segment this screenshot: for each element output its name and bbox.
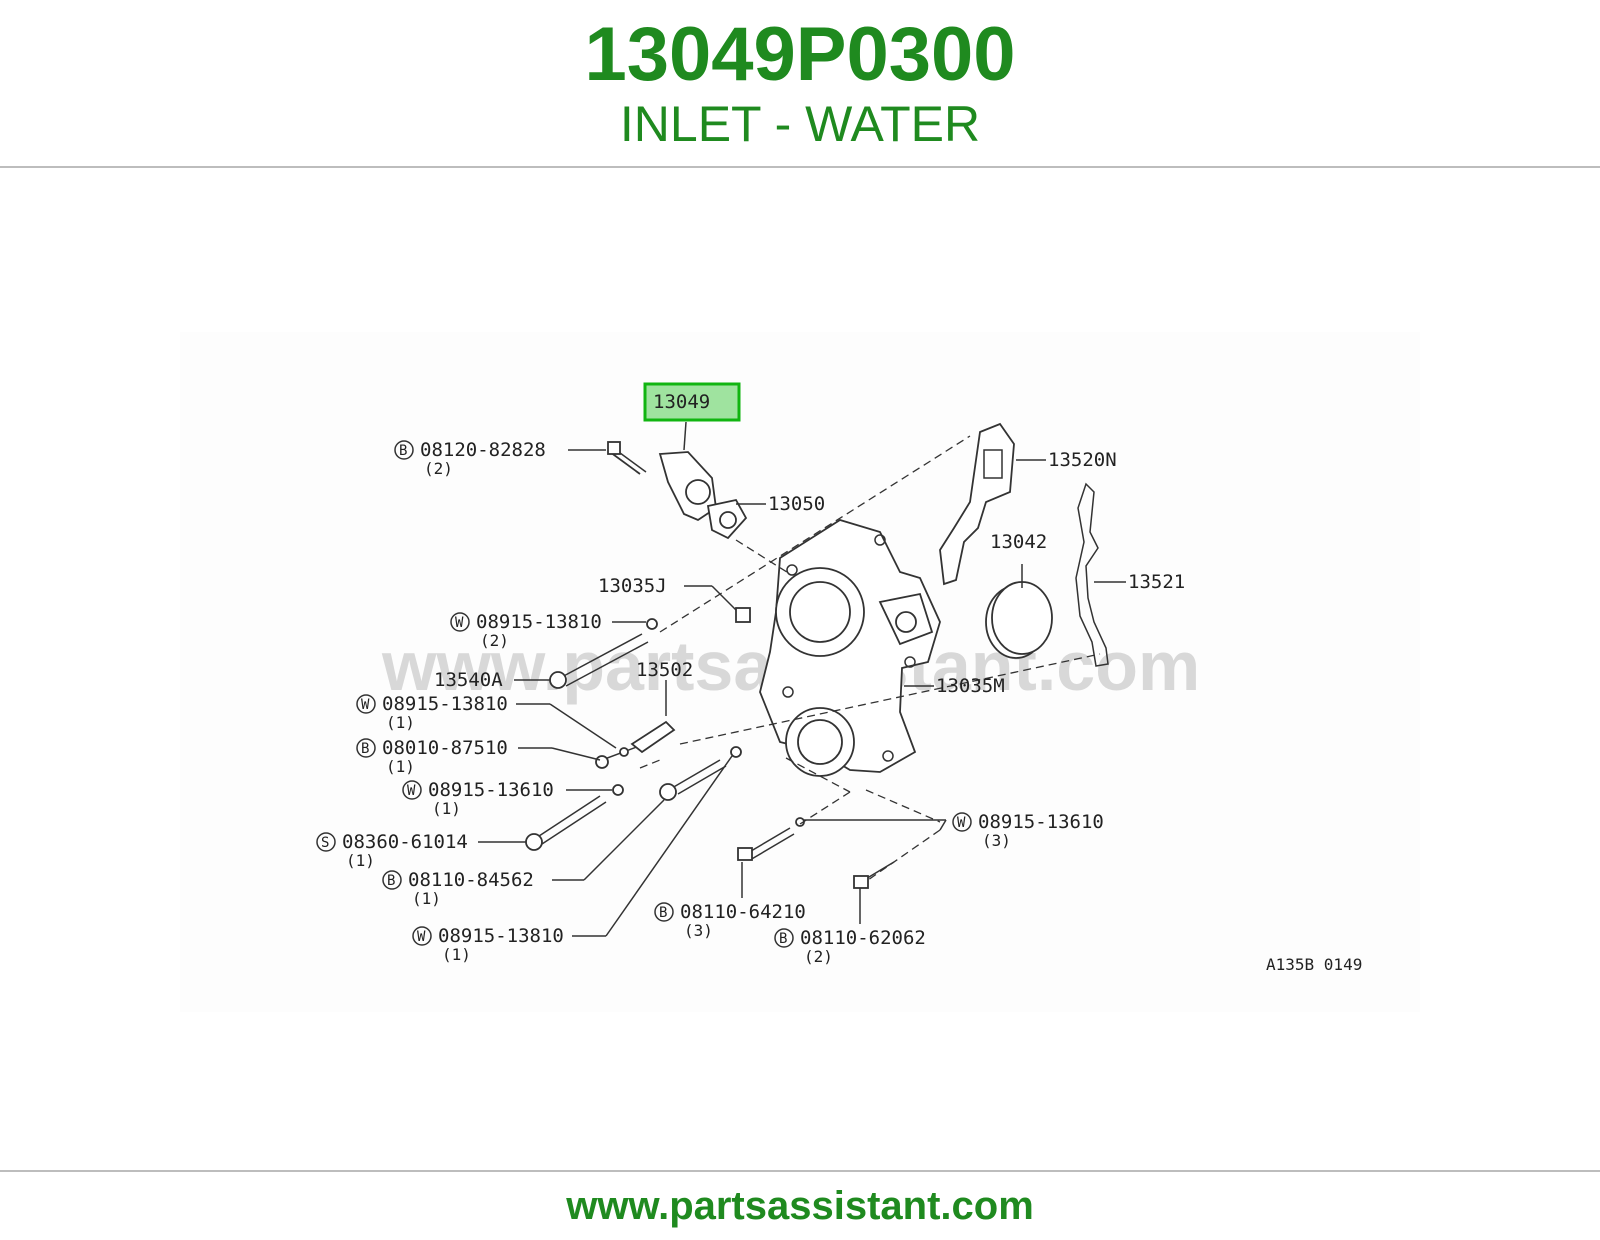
callout-part-number: 13520N (1048, 449, 1117, 471)
callout-part-number: 13502 (636, 659, 693, 681)
callout-quantity: (1) (346, 851, 375, 870)
callout-part-number: 08915-13810 (382, 693, 508, 715)
callout-part-number: 08110-64210 (680, 901, 806, 923)
part-number-title: 13049P0300 (584, 12, 1016, 97)
prefix-badge (382, 870, 402, 890)
callout-part-number: 08120-82828 (420, 439, 546, 461)
callout-quantity: (1) (432, 799, 461, 818)
part-name-subtitle: INLET - WATER (619, 96, 981, 152)
water-inlet-drawing (658, 451, 748, 540)
callout-part-number: 08010-87510 (382, 737, 508, 759)
prefix-badge (402, 780, 422, 800)
seal-13042-drawing (985, 581, 1053, 659)
gasket-13521-drawing (1075, 482, 1109, 667)
callout-part-number: 08360-61014 (342, 831, 468, 853)
timing-cover-drawing (759, 519, 941, 777)
prefix-badge (356, 738, 376, 758)
prefix-badge (654, 902, 674, 922)
callout-part-number: 08915-13810 (476, 611, 602, 633)
callout-quantity: (1) (442, 945, 471, 964)
footer-divider (0, 1170, 1600, 1172)
callout-part-number: 13042 (990, 531, 1047, 553)
gasket-13520n-drawing (939, 422, 1015, 586)
prefix-letter: B (779, 931, 787, 947)
callout-part-number: 08915-13610 (428, 779, 554, 801)
prefix-letter: B (659, 905, 667, 921)
callout-quantity: (2) (424, 459, 453, 478)
highlighted-part-label: 13049 (653, 391, 710, 413)
leader-lines (478, 421, 1126, 937)
prefix-badge (450, 612, 470, 632)
prefix-badge (952, 812, 972, 832)
callout-part-number: 13050 (768, 493, 825, 515)
callout-quantity: (1) (412, 889, 441, 908)
callout-quantity: (1) (386, 713, 415, 732)
callout-part-number: 08915-13610 (978, 811, 1104, 833)
highlight-box (643, 382, 741, 422)
prefix-letter: W (957, 815, 966, 831)
highlighted-callout[interactable]: 13049 (643, 382, 741, 422)
prefix-letter: B (361, 741, 369, 757)
prefix-letter: W (417, 929, 426, 945)
callout-part-number: 13035J (598, 575, 667, 597)
callout-quantity: (2) (804, 947, 833, 966)
prefix-letter: W (407, 783, 416, 799)
header-divider (0, 166, 1600, 168)
callout-part-number: 08915-13810 (438, 925, 564, 947)
exploded-view-drawing: www.partsassistant.com (316, 382, 1362, 974)
callout-part-number: 13521 (1128, 571, 1185, 593)
callout-quantity: (3) (982, 831, 1011, 850)
callout-quantity: (2) (480, 631, 509, 650)
callout-part-number: 13035M (936, 675, 1005, 697)
page-header: 13049P0300 INLET - WATER (0, 0, 1600, 168)
callout-labels: B 08120-82828 (2) 13050 13520N 13042 135… (316, 439, 1185, 966)
drawing-code: A135B 0149 (1266, 955, 1362, 974)
prefix-letter: B (387, 873, 395, 889)
prefix-badge (394, 440, 414, 460)
parts-diagram: www.partsassistant.com (180, 332, 1420, 1012)
prefix-letter: W (455, 615, 464, 631)
prefix-badge (412, 926, 432, 946)
prefix-letter: W (361, 697, 370, 713)
callout-quantity: (1) (386, 757, 415, 776)
callout-part-number: 13540A (434, 669, 503, 691)
prefix-letter: S (321, 835, 329, 851)
alignment-lines (639, 435, 1101, 881)
callout-part-number: 08110-62062 (800, 927, 926, 949)
callout-part-number: 08110-84562 (408, 869, 534, 891)
prefix-badge (774, 928, 794, 948)
callout-quantity: (3) (684, 921, 713, 940)
footer-website-link[interactable]: www.partsassistant.com (566, 1184, 1034, 1228)
prefix-letter: B (399, 443, 407, 459)
prefix-badge (356, 694, 376, 714)
prefix-badge (316, 832, 336, 852)
